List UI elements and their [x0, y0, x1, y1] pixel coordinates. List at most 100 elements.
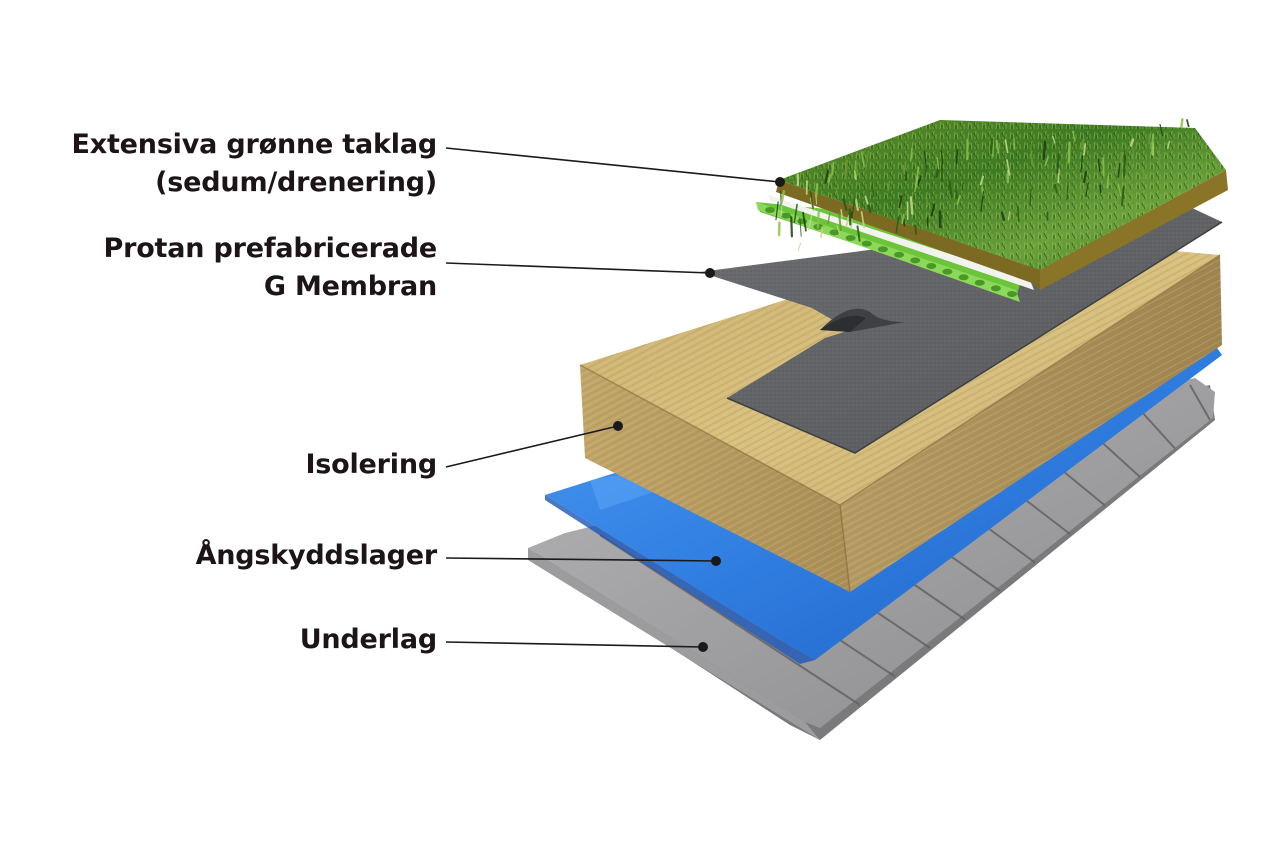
drainage-dimple — [877, 246, 888, 253]
grass-blade — [936, 157, 940, 170]
grass-blade — [914, 175, 918, 193]
grass-blade — [1080, 155, 1084, 173]
grass-blade — [848, 208, 852, 226]
grass-blade — [898, 195, 903, 209]
label-membrane: Protan prefabricerade G Membran — [103, 230, 437, 306]
grass-blade — [1044, 156, 1049, 167]
grass-blade — [883, 204, 886, 213]
drainage-dimple — [829, 229, 840, 236]
membrane-layer — [700, 208, 1223, 454]
grass-blade — [1159, 123, 1164, 136]
grass-blade — [1111, 170, 1116, 180]
grass-blade — [1117, 163, 1121, 178]
label-insulation: Isolering — [305, 446, 437, 484]
grass-blade — [1066, 182, 1069, 201]
grass-blade — [1106, 175, 1110, 189]
grass-blade — [840, 209, 843, 219]
grass-blade — [865, 150, 870, 171]
grass-blade — [860, 151, 865, 168]
grass-blade — [854, 198, 859, 211]
grass-blade — [914, 224, 917, 235]
grass-blade — [904, 162, 908, 172]
grass-blade — [1129, 138, 1135, 147]
grass-blade — [1123, 154, 1126, 177]
grass-blade — [1013, 138, 1016, 150]
grass-blade — [955, 189, 959, 199]
drainage-dimple — [861, 240, 872, 247]
grass-blade — [986, 188, 990, 203]
drainage-dimple — [990, 285, 1001, 292]
grass-blade — [1042, 140, 1047, 160]
drainage-dimple — [958, 274, 969, 281]
green-roof-layer — [756, 117, 1228, 302]
grass-blade — [864, 195, 869, 205]
drainage-dimple — [974, 279, 985, 286]
grass-blade — [948, 180, 953, 199]
grass-blade — [1056, 153, 1060, 174]
grass-blade — [1029, 188, 1032, 206]
grass-blade — [995, 139, 1000, 154]
grass-blade — [1186, 119, 1190, 128]
deck-rib — [1189, 384, 1211, 421]
grass-blade — [780, 190, 786, 203]
grass-blade — [1123, 149, 1127, 161]
grass-blade — [851, 197, 856, 218]
grass-blade — [793, 203, 798, 224]
grass-blade — [1119, 151, 1123, 168]
grass-blade — [1167, 140, 1171, 149]
grass-blade — [809, 191, 814, 210]
grass-blade — [845, 215, 850, 228]
drainage-dimple — [845, 235, 856, 241]
grass-blade — [1102, 157, 1105, 176]
label-green-roof-line-1: Extensiva grønne taklag — [71, 129, 438, 160]
grass-blade — [1099, 184, 1102, 194]
grass-blade — [1017, 206, 1020, 223]
grass-blade — [836, 225, 841, 235]
grass-blade — [802, 211, 807, 232]
label-green-roof: Extensiva grønne taklag (sedum/drenering… — [71, 126, 438, 202]
grass-blade — [816, 210, 820, 229]
leader-deck — [445, 641, 708, 652]
grass-blade — [838, 213, 842, 232]
drainage-dimple — [894, 251, 905, 258]
grass-blade — [901, 213, 905, 224]
grass-blade — [1085, 181, 1089, 197]
grass-blade — [887, 180, 891, 192]
grass-blade — [855, 159, 859, 176]
leader-vapor-barrier — [445, 556, 721, 566]
leader-membrane — [445, 262, 715, 278]
leader-insulation — [445, 421, 623, 468]
grass-blade — [860, 211, 865, 229]
grass-blade — [980, 191, 985, 213]
grass-blade — [814, 183, 819, 198]
label-vapor-barrier: Ångskyddslager — [195, 537, 438, 575]
grass-blade — [961, 182, 964, 191]
grass-blade — [1121, 186, 1125, 207]
drainage-dimple — [797, 218, 808, 225]
grass-blade — [1067, 141, 1071, 164]
grass-blade — [955, 148, 959, 165]
leader-vapor-barrier-dot — [711, 556, 721, 566]
leader-green-roof — [445, 147, 785, 187]
grass-blade — [992, 137, 995, 158]
grass-blade — [1054, 183, 1058, 194]
deck-rib — [599, 534, 861, 706]
leader-green-roof-dot — [775, 177, 785, 187]
grass-blade — [854, 160, 856, 179]
grass-blade — [1158, 145, 1161, 166]
grass-blade — [872, 183, 875, 198]
grass-blade — [956, 194, 961, 205]
grass-blade — [924, 166, 928, 178]
grass-blade — [797, 242, 802, 251]
grass-blade — [836, 187, 839, 197]
grass-blade — [990, 137, 994, 154]
grass-blade — [1083, 143, 1087, 156]
label-vapor-barrier-line-1: Ångskyddslager — [195, 540, 438, 571]
grass-blade — [1126, 174, 1130, 196]
grass-blade — [1057, 168, 1060, 184]
grass-blade — [1071, 130, 1076, 142]
grass-blade — [856, 225, 861, 242]
grass-blade — [940, 149, 944, 165]
grass-blade — [775, 201, 779, 221]
grass-blade — [1001, 211, 1005, 221]
